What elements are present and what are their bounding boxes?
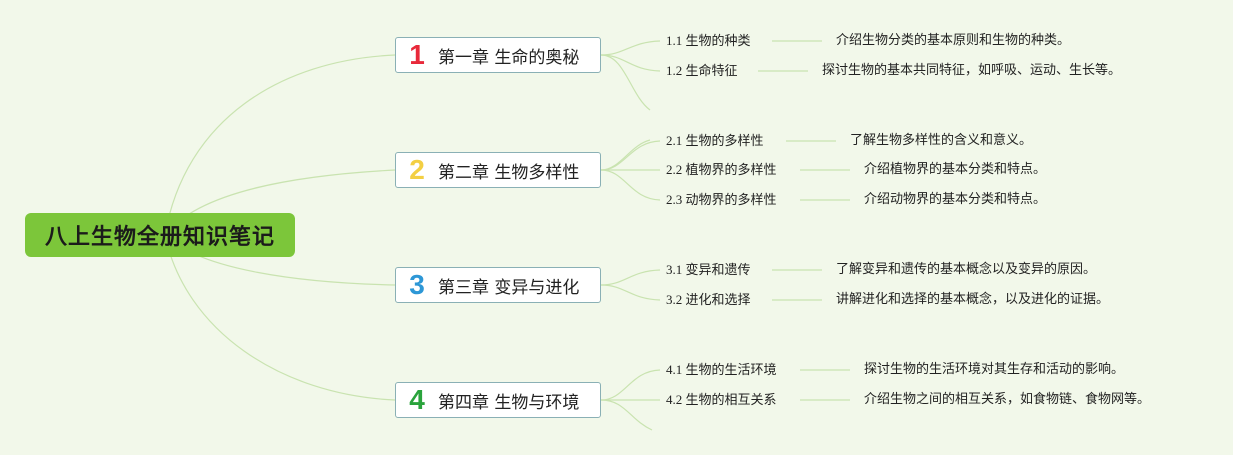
chapter-2-branch-1 xyxy=(600,140,661,171)
section-2-2-label[interactable]: 2.2 植物界的多样性 xyxy=(666,162,777,177)
chapter-4-node[interactable]: 4 第四章 生物与环境 xyxy=(395,382,601,418)
chapter-1-branch-3 xyxy=(600,54,651,111)
section-3-2-desc[interactable]: 讲解进化和选择的基本概念，以及进化的证据。 xyxy=(836,292,1110,307)
root-to-chapter-1-line xyxy=(164,54,396,236)
chapter-2-branch-0 xyxy=(600,139,651,171)
section-4-1-label[interactable]: 4.1 生物的生活环境 xyxy=(666,362,777,377)
section-1-1-desc[interactable]: 介绍生物分类的基本原则和生物的种类。 xyxy=(836,33,1071,48)
section-1-1-label[interactable]: 1.1 生物的种类 xyxy=(666,33,751,48)
chapter-1-branch-1 xyxy=(600,40,661,56)
section-2-2-desc[interactable]: 介绍植物界的基本分类和特点。 xyxy=(864,162,1047,177)
section-2-1-desc[interactable]: 了解生物多样性的含义和意义。 xyxy=(850,133,1033,148)
chapter-4-branch-3 xyxy=(600,399,653,431)
section-2-3-label[interactable]: 2.3 动物界的多样性 xyxy=(666,192,777,207)
section-2-1-label[interactable]: 2.1 生物的多样性 xyxy=(666,133,764,148)
chapter-3-node[interactable]: 3 第三章 变异与进化 xyxy=(395,267,601,303)
chapter-4-title: 第四章 生物与环境 xyxy=(438,392,580,413)
chapter-4-number-icon: 4 xyxy=(409,384,425,415)
section-1-2-label[interactable]: 1.2 生命特征 xyxy=(666,63,738,78)
section-4-1-desc[interactable]: 探讨生物的生活环境对其生存和活动的影响。 xyxy=(864,362,1125,377)
section-3-2-label[interactable]: 3.2 进化和选择 xyxy=(666,292,751,307)
chapter-2-node[interactable]: 2 第二章 生物多样性 xyxy=(395,152,601,188)
chapter-3-branch-1 xyxy=(600,269,661,286)
chapter-2-title: 第二章 生物多样性 xyxy=(438,162,580,183)
root-to-chapter-4-line xyxy=(164,234,396,401)
chapter-3-number-icon: 3 xyxy=(409,269,425,300)
chapter-4-branch-1 xyxy=(600,369,661,401)
chapter-1-title: 第一章 生命的奥秘 xyxy=(438,47,580,68)
section-3-1-label[interactable]: 3.1 变异和遗传 xyxy=(666,262,751,277)
section-4-2-label[interactable]: 4.2 生物的相互关系 xyxy=(666,392,777,407)
chapter-3-title: 第三章 变异与进化 xyxy=(438,277,580,298)
chapter-2-number-icon: 2 xyxy=(409,154,425,185)
chapter-2-branch-3 xyxy=(600,169,661,201)
chapter-3-branch-2 xyxy=(600,284,661,301)
section-2-3-desc[interactable]: 介绍动物界的基本分类和特点。 xyxy=(864,192,1047,207)
chapter-1-number-icon: 1 xyxy=(409,39,425,70)
section-4-2-desc[interactable]: 介绍生物之间的相互关系，如食物链、食物网等。 xyxy=(864,392,1151,407)
section-1-2-desc[interactable]: 探讨生物的基本共同特征，如呼吸、运动、生长等。 xyxy=(822,63,1122,78)
root-node[interactable]: 八上生物全册知识笔记 xyxy=(25,213,295,257)
section-3-1-desc[interactable]: 了解变异和遗传的基本概念以及变异的原因。 xyxy=(836,262,1097,277)
chapter-1-node[interactable]: 1 第一章 生命的奥秘 xyxy=(395,37,601,73)
